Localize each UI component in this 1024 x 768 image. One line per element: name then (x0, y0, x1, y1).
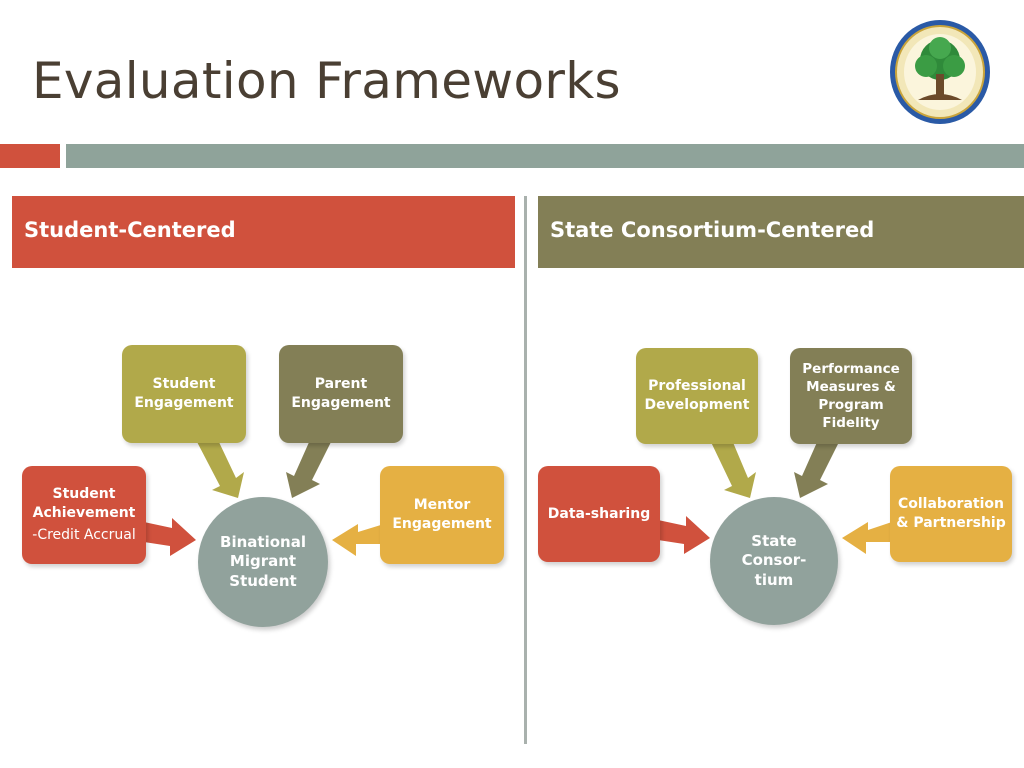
performance-measures-box: Performance Measures & Program Fidelity (790, 348, 912, 444)
page-title: Evaluation Frameworks (32, 52, 621, 110)
accent-bar-red (0, 144, 60, 168)
performance-measures-label: Performance Measures & Program Fidelity (802, 360, 900, 432)
professional-development-box: Professional Development (636, 348, 758, 444)
center-label-line-2: Migrant (229, 552, 297, 571)
consortium-label-line-3: tium (754, 570, 794, 589)
professional-development-label: Professional Development (644, 378, 750, 413)
accent-bar-gray (66, 144, 1024, 168)
state-consortium-circle: State Consor- tium (710, 497, 838, 625)
collaboration-partnership-label: Collaboration & Partnership (896, 496, 1006, 531)
student-engagement-box: Student Engagement (122, 345, 246, 443)
center-label-line-1: Binational (220, 532, 306, 551)
arrow-performance-measures (794, 440, 840, 498)
student-achievement-box: Student Achievement -Credit Accrual (22, 466, 146, 564)
arrow-data-sharing (658, 516, 710, 554)
center-label-line-3: Student (229, 571, 297, 590)
student-achievement-label: Student Achievement (32, 485, 136, 521)
consortium-label-line-1: State (751, 531, 797, 550)
arrow-professional-development (710, 440, 756, 498)
department-seal-logo (888, 18, 992, 126)
student-centered-header: Student-Centered (12, 196, 515, 268)
mentor-engagement-label: Mentor Engagement (392, 497, 492, 532)
student-engagement-label: Student Engagement (134, 376, 234, 411)
parent-engagement-label: Parent Engagement (291, 376, 391, 411)
arrow-parent-engagement (286, 440, 332, 498)
collaboration-partnership-box: Collaboration & Partnership (890, 466, 1012, 562)
consortium-centered-header: State Consortium-Centered (538, 196, 1024, 268)
data-sharing-box: Data-sharing (538, 466, 660, 562)
arrow-student-achievement (144, 518, 196, 556)
arrow-mentor-engagement (332, 524, 384, 556)
data-sharing-label: Data-sharing (547, 505, 651, 522)
binational-migrant-student-circle: Binational Migrant Student (198, 497, 328, 627)
arrow-student-engagement (196, 440, 244, 498)
mentor-engagement-box: Mentor Engagement (380, 466, 504, 564)
credit-accrual-label: -Credit Accrual (32, 527, 136, 544)
parent-engagement-box: Parent Engagement (279, 345, 403, 443)
arrow-collaboration (842, 522, 892, 554)
consortium-label-line-2: Consor- (741, 551, 807, 570)
column-divider (524, 196, 527, 744)
